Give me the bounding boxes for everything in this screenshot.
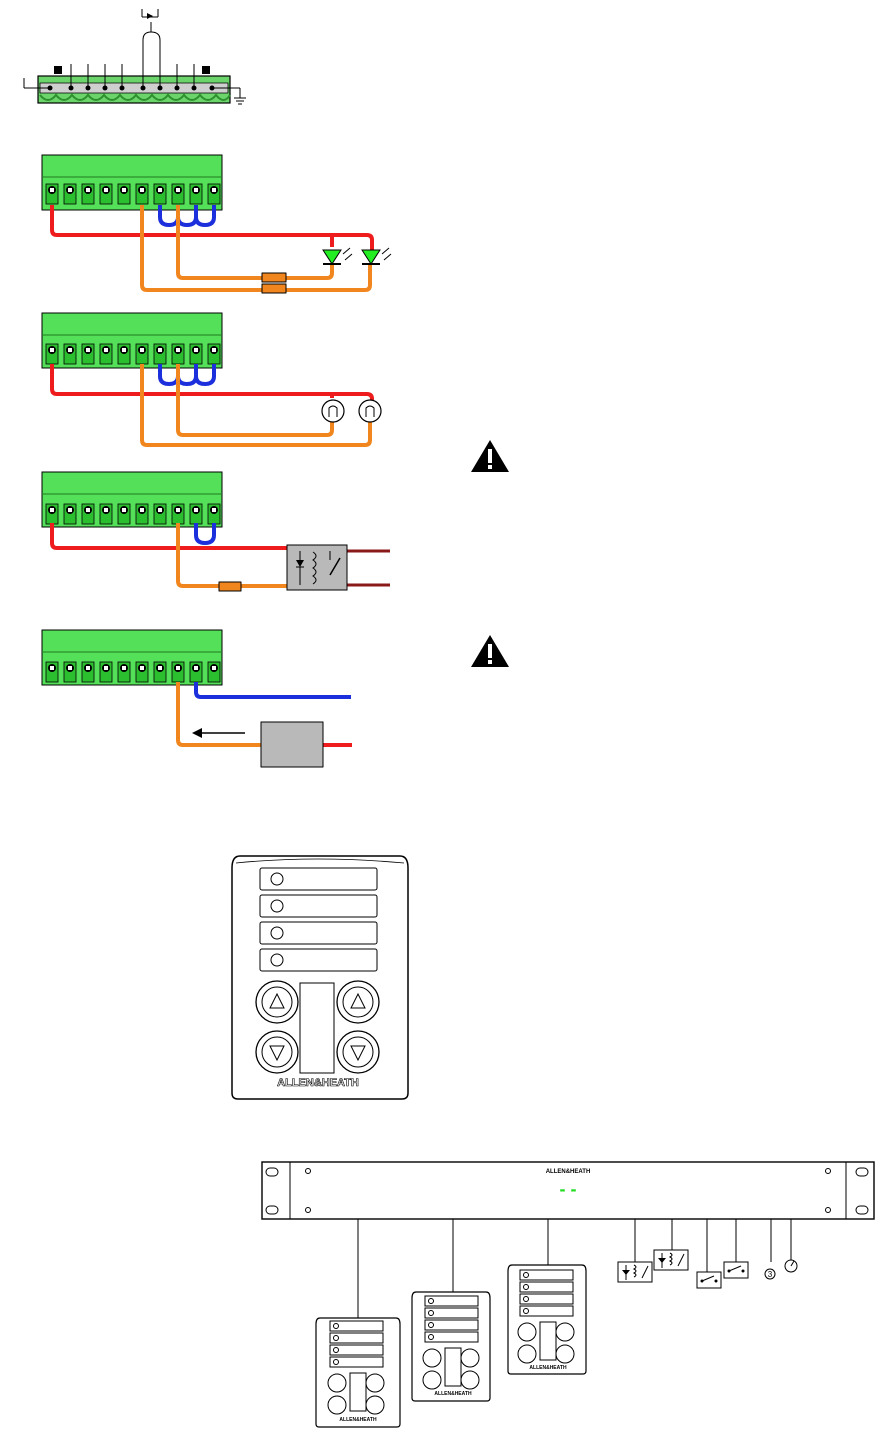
- connector-block-4: [41, 629, 223, 686]
- input-wiring: [176, 682, 352, 768]
- down-button-left[interactable]: [255, 1030, 299, 1074]
- dial-label: 3: [768, 1270, 773, 1279]
- down-button-right[interactable]: [336, 1030, 380, 1074]
- remote-button-4[interactable]: [259, 948, 378, 972]
- knob-icon: [784, 1259, 798, 1273]
- rack-brand: ALLEN&HEATH: [546, 1169, 591, 1175]
- remote-button-2[interactable]: [259, 894, 378, 918]
- remote-button-1[interactable]: [259, 867, 378, 891]
- lamp-icon: [358, 399, 382, 423]
- rack-connections: [357, 1219, 792, 1318]
- dial-icon: 3: [764, 1268, 776, 1280]
- led-wiring: [50, 205, 374, 294]
- small-remote-brand: ALLEN&HEATH: [339, 1417, 377, 1423]
- warning-icon: [471, 635, 509, 667]
- connector-block-3: [41, 471, 223, 528]
- relay-wiring: [50, 523, 390, 592]
- relay-icon: [617, 1261, 653, 1283]
- small-remote-2: ALLEN&HEATH: [411, 1291, 491, 1402]
- rack-unit: ALLEN&HEATH - -: [261, 1161, 875, 1220]
- small-remote-brand: ALLEN&HEATH: [434, 1391, 472, 1397]
- relay-icon: [286, 544, 348, 591]
- relay-icon: [653, 1249, 689, 1271]
- switch-icon: [696, 1271, 722, 1289]
- rack-display: - -: [560, 1179, 577, 1199]
- small-remote-brand: ALLEN&HEATH: [529, 1365, 567, 1371]
- lamp-wiring: [50, 364, 374, 447]
- top-connector-view: [23, 9, 246, 105]
- switch-icon: [723, 1261, 749, 1279]
- up-button-right[interactable]: [336, 980, 380, 1024]
- warning-icon: [471, 440, 509, 472]
- connector-block-2: [41, 312, 223, 369]
- small-remote-1: ALLEN&HEATH: [315, 1317, 401, 1428]
- up-button-left[interactable]: [255, 980, 299, 1024]
- led-icon: [322, 247, 353, 265]
- remote-panel: ALLEN&HEATH: [231, 855, 409, 1100]
- led-icon: [361, 247, 392, 265]
- remote-button-3[interactable]: [259, 921, 378, 945]
- lamp-icon: [321, 399, 345, 423]
- connector-block-1: [41, 154, 223, 211]
- remote-brand: ALLEN&HEATH: [277, 1077, 359, 1089]
- small-remote-3: ALLEN&HEATH: [507, 1264, 587, 1375]
